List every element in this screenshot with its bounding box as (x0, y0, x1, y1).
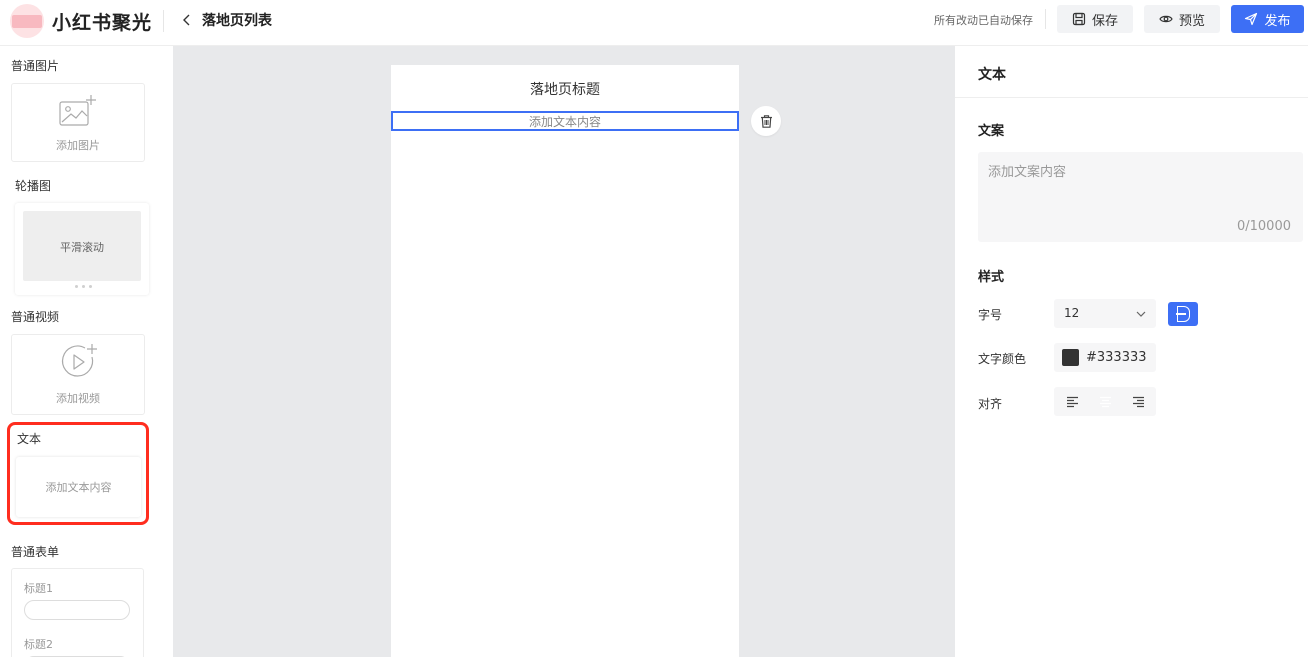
color-swatch (1062, 349, 1079, 366)
font-size-label: 字号 (978, 308, 1003, 322)
delete-block-button[interactable] (751, 106, 781, 136)
carousel-card-label: 平滑滚动 (60, 241, 104, 254)
header-divider (163, 10, 164, 32)
carousel-preview: 平滑滚动 (23, 211, 141, 281)
properties-title: 文本 (978, 67, 1006, 83)
align-left-button[interactable] (1057, 390, 1087, 413)
section-carousel-title: 轮播图 (15, 179, 52, 193)
section-video-title: 普通视频 (11, 310, 60, 324)
phone-preview: 落地页标题 添加文本内容 (391, 65, 739, 657)
back-label: 落地页列表 (202, 13, 272, 29)
page-title[interactable]: 落地页标题 (530, 82, 600, 98)
align-right-icon (1132, 396, 1144, 407)
text-component-highlight (7, 422, 149, 525)
properties-panel: 文本 文案 添加文案内容 0/10000 样式 字号 12 文字颜色 #3333… (955, 46, 1308, 657)
top-header: 小红书聚光 落地页列表 所有改动已自动保存 保存 预览 发布 (0, 0, 1308, 46)
align-button-group (1054, 387, 1156, 416)
image-card-label: 添加图片 (56, 139, 100, 152)
trash-icon (760, 114, 772, 128)
image-add-icon (59, 95, 96, 126)
back-to-list-button[interactable]: 落地页列表 (180, 10, 272, 30)
editor-canvas: 落地页标题 添加文本内容 (173, 46, 955, 657)
bold-icon (1176, 306, 1190, 322)
eye-icon (1159, 15, 1173, 23)
text-component-card[interactable]: 添加文本内容 (16, 457, 141, 517)
section-form-title: 普通表单 (11, 545, 60, 559)
font-size-select[interactable]: 12 (1054, 299, 1156, 328)
form-component-card[interactable]: 标题1 标题2 (11, 568, 144, 657)
publish-label: 发布 (1264, 13, 1291, 29)
brand-name: 小红书聚光 (52, 12, 153, 34)
form-field-input (24, 600, 130, 620)
font-size-value: 12 (1064, 306, 1080, 320)
properties-header: 文本 (955, 46, 1308, 98)
component-panel: 普通图片 添加图片 轮播图 平滑滚动 普通视频 添加视频 文本 添加文本内容 普… (0, 46, 173, 657)
chevron-down-icon (1136, 311, 1146, 317)
send-icon (1245, 12, 1258, 26)
text-color-value: #333333 (1086, 350, 1147, 365)
publish-button[interactable]: 发布 (1231, 5, 1304, 33)
section-image-title: 普通图片 (11, 59, 60, 73)
save-button[interactable]: 保存 (1057, 5, 1133, 33)
selected-text-block[interactable]: 添加文本内容 (391, 111, 739, 131)
carousel-component-card[interactable]: 平滑滚动 (15, 203, 149, 295)
video-component-card[interactable]: 添加视频 (11, 334, 145, 415)
copy-textarea[interactable]: 添加文案内容 0/10000 (978, 152, 1303, 242)
carousel-dots (75, 285, 92, 288)
save-label: 保存 (1091, 13, 1118, 29)
style-section-title: 样式 (978, 270, 1005, 285)
copy-counter: 0/10000 (1236, 219, 1291, 234)
bold-toggle-button[interactable] (1168, 302, 1198, 326)
text-color-picker[interactable]: #333333 (1054, 343, 1156, 372)
video-card-label: 添加视频 (56, 392, 100, 405)
align-left-icon (1066, 396, 1078, 407)
text-card-label: 添加文本内容 (45, 481, 112, 494)
align-center-button[interactable] (1090, 390, 1120, 413)
chevron-left-icon (183, 14, 190, 26)
save-icon (1072, 12, 1086, 26)
preview-label: 预览 (1178, 13, 1205, 29)
copy-section-title: 文案 (978, 124, 1005, 139)
brand-logo (10, 4, 44, 38)
copy-placeholder: 添加文案内容 (988, 165, 1067, 180)
form-field-label: 标题1 (24, 582, 53, 595)
section-text-title: 文本 (17, 432, 42, 446)
align-right-button[interactable] (1123, 390, 1153, 413)
header-divider-right (1045, 9, 1046, 29)
preview-button[interactable]: 预览 (1144, 5, 1220, 33)
align-center-icon (1099, 396, 1111, 407)
align-label: 对齐 (978, 397, 1003, 411)
autosave-status: 所有改动已自动保存 (934, 14, 1033, 27)
image-component-card[interactable]: 添加图片 (11, 83, 145, 162)
video-add-icon (61, 344, 97, 377)
form-field-label: 标题2 (24, 638, 53, 651)
text-color-label: 文字颜色 (978, 352, 1027, 366)
